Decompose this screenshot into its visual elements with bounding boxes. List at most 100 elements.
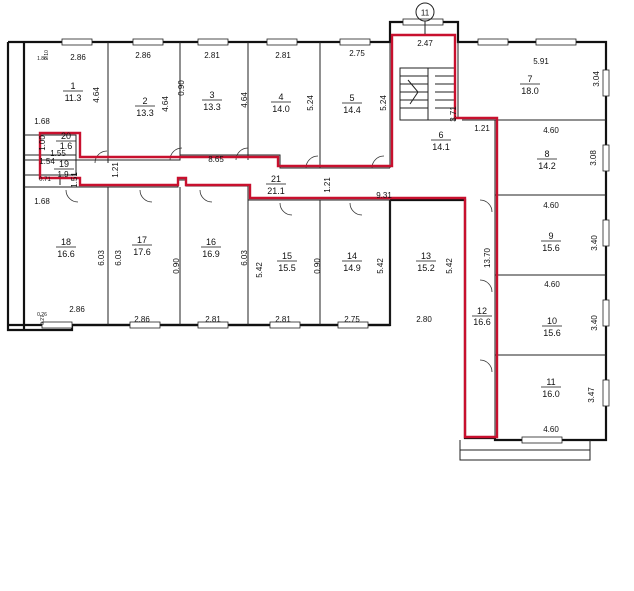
dimension-label: 1.68 (34, 117, 50, 126)
room-number: 14 (347, 251, 357, 261)
room-area: 18.0 (521, 86, 539, 96)
dimension-label: 4.64 (240, 92, 249, 108)
room-area: 16.0 (542, 389, 560, 399)
room-number: 12 (477, 306, 487, 316)
room-number: 20 (61, 131, 71, 141)
room-area: 16.6 (57, 249, 75, 259)
dimension-label: 1.88 (37, 56, 47, 62)
room-number: 10 (547, 316, 557, 326)
room-area: 15.5 (278, 263, 296, 273)
room-area: 14.1 (432, 142, 450, 152)
dimension-label: 0.26 (37, 312, 47, 318)
dimension-label: 8.65 (208, 155, 224, 164)
room-area: 11.3 (65, 93, 82, 103)
highlight-outline (38, 33, 499, 439)
dimension-label: 2.80 (416, 315, 432, 324)
room-labels: 1 11.3 2 13.3 3 13.3 4 14.0 5 14.4 6 14.… (54, 74, 562, 399)
dimension-label: 13.70 (483, 247, 492, 268)
dimension-label: 2.10 (44, 50, 50, 60)
axis-label: 11 (421, 9, 430, 18)
dimension-label: 6.03 (240, 250, 249, 266)
dimension-label: 2.75 (349, 49, 365, 58)
dimension-label: 2.47 (417, 39, 433, 48)
room-number: 3 (209, 90, 214, 100)
dimension-label: 5.24 (379, 95, 388, 111)
room-area: 13.3 (203, 102, 221, 112)
dimension-label: 2.81 (204, 51, 220, 60)
room-area: 15.2 (417, 263, 435, 273)
dimension-labels: 2.86 2.86 2.81 2.81 2.75 2.47 5.91 4.64 … (34, 39, 601, 434)
dimension-label: 3.71 (449, 106, 458, 122)
dimension-label: 2.81 (205, 315, 221, 324)
room-number: 17 (137, 235, 147, 245)
room-number: 13 (421, 251, 431, 261)
room-area: 16.6 (473, 317, 491, 327)
room-area: 15.6 (543, 328, 561, 338)
room-number: 11 (546, 377, 555, 387)
room-number: 15 (282, 251, 292, 261)
dimension-label: 2.86 (69, 305, 85, 314)
dimension-label: 0.71 (39, 177, 51, 183)
dimension-label: 0.90 (177, 80, 186, 96)
dimension-label: 5.42 (445, 258, 454, 274)
dimension-label: 1.55 (50, 149, 66, 158)
dimension-label: 0.90 (172, 258, 181, 274)
axis-marker: 11 (415, 2, 435, 34)
dimension-label: 5.24 (306, 95, 315, 111)
room-number: 4 (278, 92, 283, 102)
dimension-label: 1.21 (111, 162, 120, 178)
dimension-label: 9.31 (376, 191, 392, 200)
room-area: 14.0 (272, 104, 290, 114)
room-area: 21.1 (267, 186, 285, 196)
dimension-label: 1.54 (39, 157, 55, 166)
dimension-label: 2.86 (134, 315, 150, 324)
dimension-label: 4.64 (92, 87, 101, 103)
room-area: 14.4 (343, 105, 361, 115)
room-area: 13.3 (136, 108, 154, 118)
dimension-label: 2.81 (275, 51, 291, 60)
room-number: 8 (544, 149, 549, 159)
room-number: 5 (349, 93, 354, 103)
dimension-label: 1.9 (57, 170, 69, 179)
room-number: 1 (70, 81, 75, 91)
windows (41, 18, 610, 444)
dimension-label: 1.21 (474, 124, 490, 133)
room-area: 14.9 (343, 263, 361, 273)
room-number: 18 (61, 237, 71, 247)
dimension-label: 4.60 (543, 126, 559, 135)
dimension-label: 2.86 (70, 53, 86, 62)
dimension-label: 0.90 (313, 258, 322, 274)
dimension-label: 1.68 (34, 197, 50, 206)
dimension-label: 6.03 (114, 250, 123, 266)
dimension-label: 3.40 (590, 315, 599, 331)
room-area: 16.9 (202, 249, 220, 259)
dimension-label: 2.75 (344, 315, 360, 324)
dimension-label: 3.47 (587, 387, 596, 403)
dimension-label: 5.42 (255, 262, 264, 278)
dimension-label: 3.40 (590, 235, 599, 251)
room-area: 17.6 (133, 247, 151, 257)
dimension-label: 4.60 (544, 280, 560, 289)
dimension-label: 4.60 (543, 425, 559, 434)
dimension-label: 3.08 (589, 150, 598, 166)
room-area: 14.2 (538, 161, 556, 171)
dimension-label: 1.21 (323, 177, 332, 193)
dimension-label: 1.00 (38, 135, 47, 151)
dimension-label: 4.64 (161, 96, 170, 112)
room-area: 1.6 (60, 141, 73, 151)
walls (6, 20, 608, 442)
dimension-label: 3.04 (592, 71, 601, 87)
dimension-label: 0.27 (40, 315, 46, 325)
room-number: 19 (59, 159, 69, 169)
dimension-label: 1.51 (70, 172, 79, 188)
room-number: 16 (206, 237, 216, 247)
dimension-label: 5.42 (376, 258, 385, 274)
dimension-label: 2.86 (135, 51, 151, 60)
room-number: 21 (271, 174, 281, 184)
room-number: 9 (548, 231, 553, 241)
dimension-label: 2.81 (275, 315, 291, 324)
room-number: 6 (438, 130, 443, 140)
room-number: 2 (142, 96, 147, 106)
dimension-label: 4.60 (543, 201, 559, 210)
